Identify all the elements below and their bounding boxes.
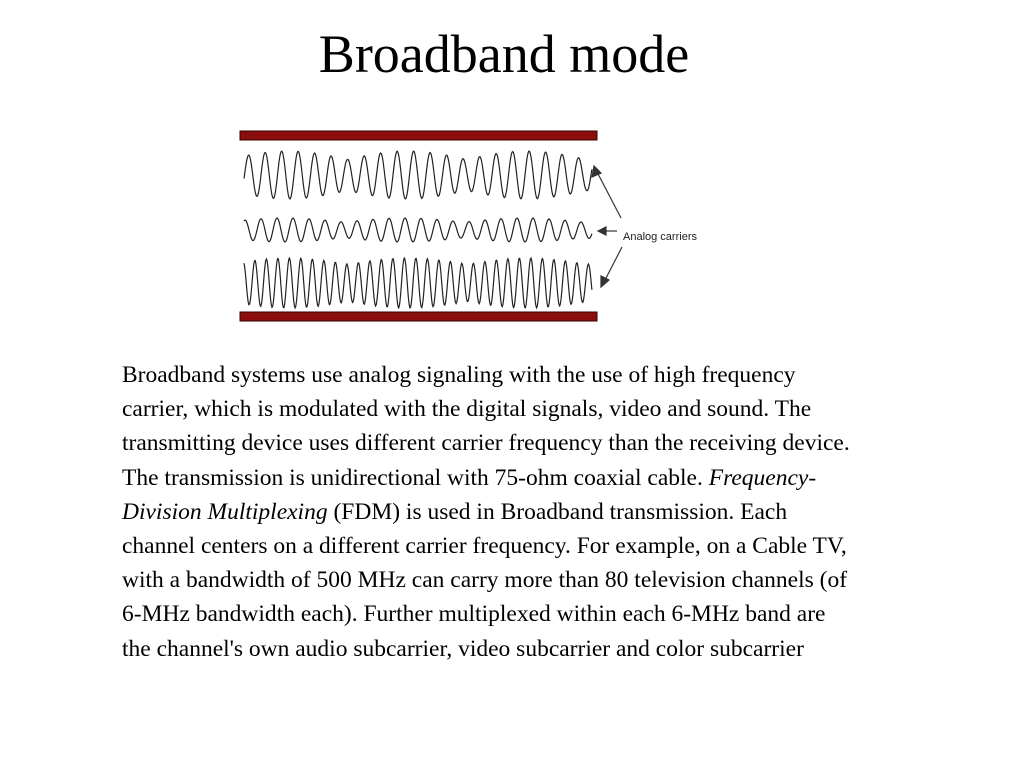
analog-carriers-illustration (239, 130, 623, 322)
body-text-part2: (FDM) is used in Broadband transmission.… (122, 498, 848, 662)
broadband-diagram (230, 122, 730, 332)
analog-carriers-label: Analog carriers (623, 231, 697, 243)
slide-title: Broadband mode (318, 24, 690, 84)
body-text-emphasis: Frequency-Division Multiplexing (122, 464, 817, 525)
carrier-wave-3 (243, 256, 593, 310)
body-paragraph: Broadband systems use analog signaling w… (122, 358, 852, 666)
carrier-wave-1 (243, 150, 593, 200)
carrier-wave-2 (243, 217, 593, 243)
arrow-icon (591, 164, 623, 289)
body-text-part1: Broadband systems use analog signaling w… (122, 362, 850, 491)
cable-top-border (239, 130, 598, 141)
cable-bottom-border (239, 311, 598, 322)
